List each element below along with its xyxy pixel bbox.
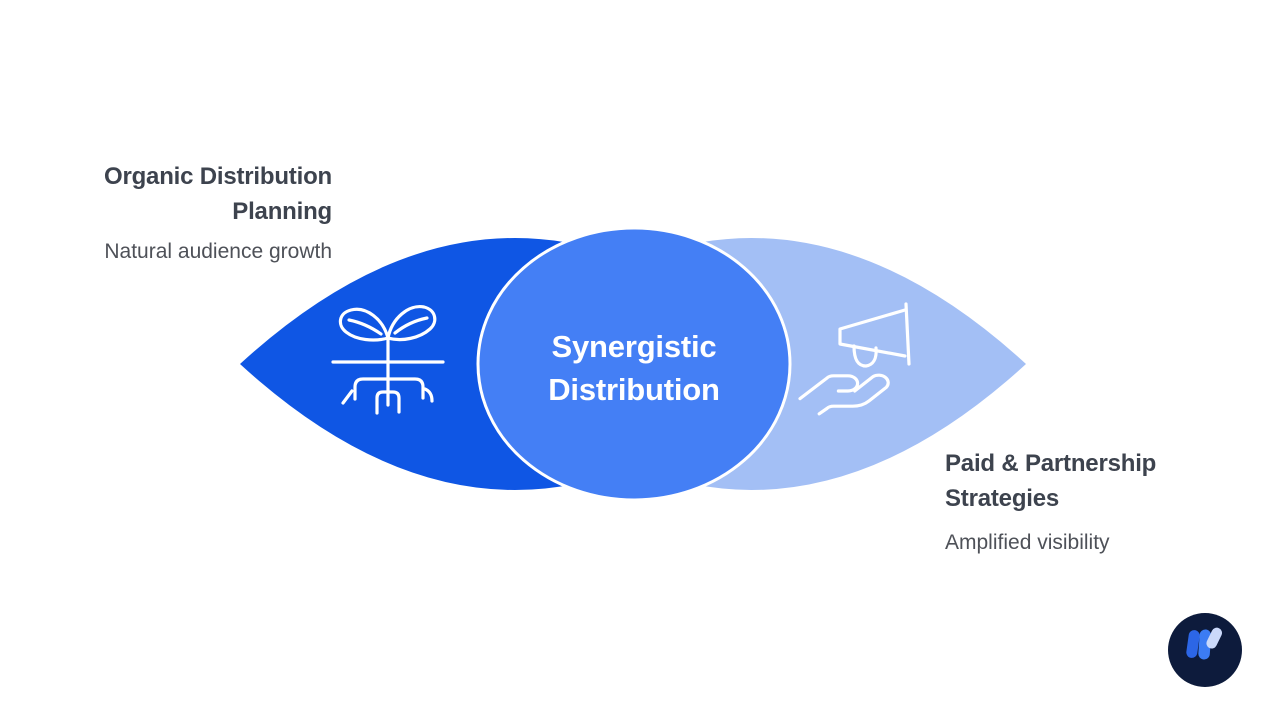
organic-title: Organic Distribution Planning bbox=[0, 159, 332, 229]
megaphone-hand-icon bbox=[798, 302, 911, 416]
paid-title-line1: Paid & Partnership bbox=[945, 450, 1157, 477]
logo-w-mark bbox=[1186, 627, 1223, 660]
overlap-title-line2: Distribution bbox=[548, 372, 720, 407]
brand-logo bbox=[1168, 613, 1242, 687]
paid-title: Paid & Partnership Strategies bbox=[945, 446, 1265, 516]
organic-subtitle: Natural audience growth bbox=[104, 240, 332, 263]
paid-subtitle: Amplified visibility bbox=[945, 531, 1110, 554]
sprout-roots-icon bbox=[331, 305, 445, 415]
brand-w-logo bbox=[1168, 613, 1242, 687]
organic-title-line2: Planning bbox=[232, 198, 332, 225]
overlap-title-line1: Synergistic bbox=[551, 329, 717, 364]
organic-title-line1: Organic Distribution bbox=[103, 163, 332, 190]
paid-title-line2: Strategies bbox=[945, 485, 1060, 512]
overlap-circle-shape bbox=[476, 226, 792, 502]
overlap-title: Synergistic Distribution bbox=[484, 325, 784, 411]
